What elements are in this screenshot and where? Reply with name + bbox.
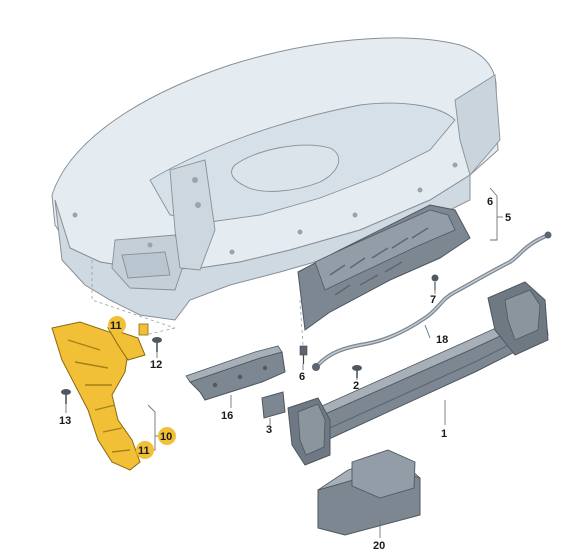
body-spare-wheel-well <box>231 144 340 192</box>
car-body-shell <box>51 37 501 321</box>
label-part-16: 16 <box>221 410 233 422</box>
part-labels: 6 5 7 18 6 2 1 16 3 12 13 20 11 10 11 <box>59 196 511 552</box>
label-part-12: 12 <box>150 359 162 371</box>
body-holes <box>72 162 458 255</box>
body-right-column <box>454 74 501 176</box>
part-13-screw <box>61 389 71 404</box>
beam-left-bracket-face <box>297 403 326 456</box>
cover-raised-box <box>351 449 416 499</box>
absorber-ribs <box>329 227 429 296</box>
label-part-6-top: 6 <box>487 196 493 208</box>
assembly-guide-lines <box>91 260 304 346</box>
badge-part-11-top <box>108 316 126 334</box>
badge-part-11-bottom <box>136 441 154 459</box>
label-part-7: 7 <box>430 294 436 306</box>
cable-end-right <box>544 231 552 239</box>
label-part-20: 20 <box>373 540 385 552</box>
label-part-13: 13 <box>59 415 71 427</box>
part-3-cover <box>261 391 286 419</box>
part-20-lower-cover <box>317 449 421 536</box>
part-1-bumper-carrier <box>287 281 549 466</box>
bracket-top <box>185 345 283 383</box>
label-part-18: 18 <box>436 334 448 346</box>
part-6-lower-clip <box>299 345 308 364</box>
part-18-cable <box>312 231 552 371</box>
side-bracket-arm <box>106 327 146 361</box>
label-part-11-top: 11 <box>110 320 122 332</box>
part-6-energy-absorber <box>297 204 471 331</box>
part-16-bracket <box>185 345 286 401</box>
body-tail-light-recess <box>121 251 171 279</box>
label-part-6-bottom: 6 <box>299 371 305 383</box>
badge-part-10 <box>158 427 176 445</box>
body-centre-pillar <box>169 159 216 271</box>
cable-end-left <box>312 363 320 371</box>
part-2-bolt <box>352 365 362 378</box>
part-12-screw <box>152 337 162 352</box>
beam-right-bracket-face <box>504 289 541 341</box>
label-part-2: 2 <box>353 380 359 392</box>
label-part-10: 10 <box>160 431 172 443</box>
part-11-clip-top <box>138 323 149 336</box>
label-part-3: 3 <box>266 424 272 436</box>
label-part-11-bottom: 11 <box>138 445 150 457</box>
part-7-clip <box>431 274 439 290</box>
label-part-1: 1 <box>441 428 447 440</box>
label-part-5: 5 <box>505 212 511 224</box>
part-10-side-bracket <box>51 321 146 471</box>
side-bracket-ribs <box>67 339 131 453</box>
